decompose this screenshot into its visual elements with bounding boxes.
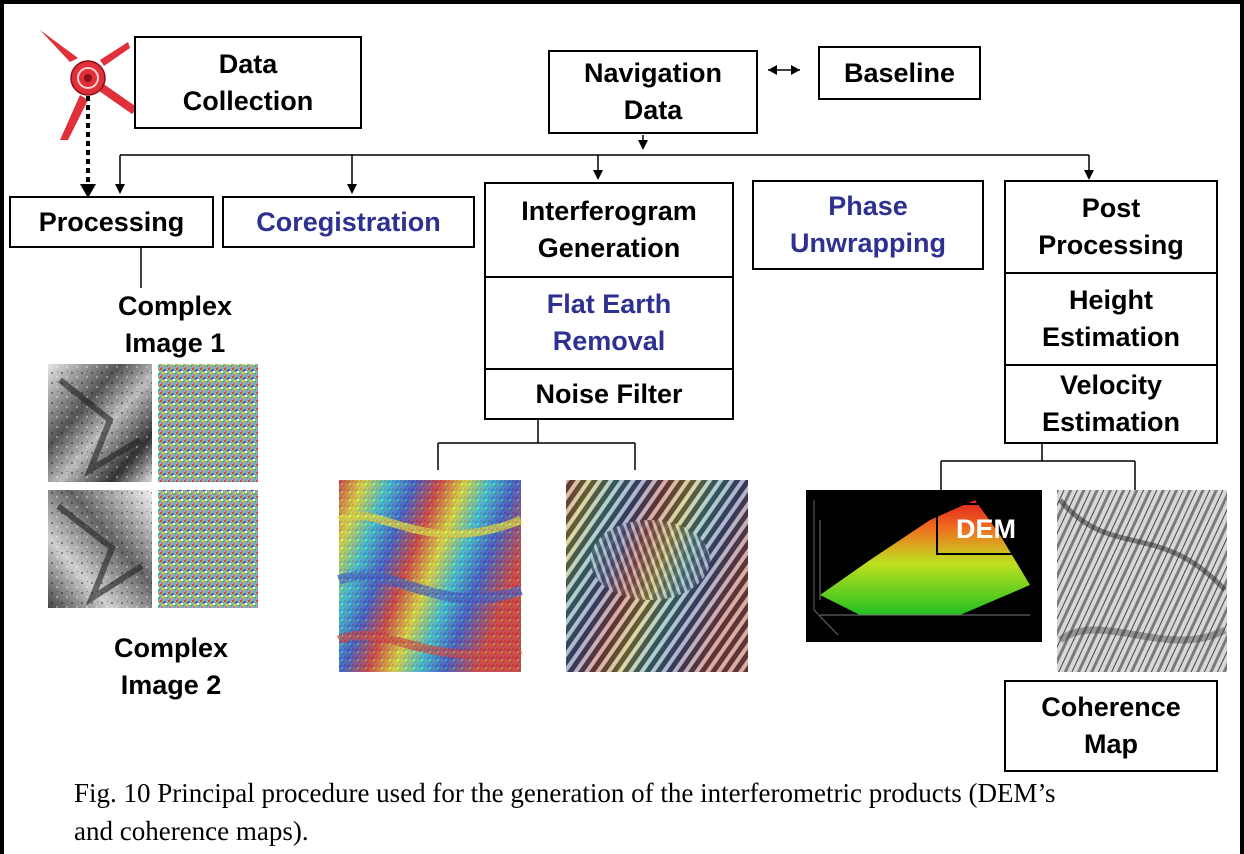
- noise-filter-step: Noise Filter: [486, 368, 732, 418]
- phase-unwrapping-label: Phase Unwrapping: [790, 191, 946, 258]
- double-arrow-icon: [768, 65, 800, 75]
- processing-box: Processing: [9, 196, 214, 248]
- complex-image-2-label: Complex Image 2: [113, 633, 229, 700]
- coherence-map-label: Coherence Map: [1041, 692, 1181, 759]
- coherence-map-image: [1057, 490, 1227, 672]
- baseline-label: Baseline: [843, 57, 956, 88]
- phase-unwrapping-box: Phase Unwrapping: [752, 180, 984, 270]
- post-processing-stack: Post Processing Height Estimation Veloci…: [1004, 180, 1218, 444]
- complex-image-1-amplitude: [48, 364, 152, 482]
- navigation-data-label: Navigation Data: [583, 58, 723, 125]
- frame-right-border: [1240, 0, 1244, 854]
- complex-image-2-amplitude: [48, 490, 152, 608]
- post-processing-step: Post Processing: [1038, 193, 1184, 260]
- frame-left-border: [0, 0, 4, 854]
- complex-image-1-label: Complex Image 1: [117, 291, 233, 358]
- height-estimation-step: Height Estimation: [1006, 272, 1216, 364]
- flat-earth-removal-step: Flat Earth Removal: [486, 276, 732, 368]
- dem-image: [806, 490, 1042, 642]
- interferogram-generation-step: Interferogram Generation: [521, 196, 697, 263]
- baseline-box: Baseline: [818, 46, 981, 100]
- frame-top-border: [0, 0, 1244, 4]
- complex-image-1-phase: [158, 364, 258, 482]
- dem-box: DEM: [936, 503, 1036, 555]
- coherence-map-box: Coherence Map: [1004, 680, 1218, 772]
- navigation-data-box: Navigation Data: [548, 50, 758, 134]
- data-collection-box: Data Collection: [134, 36, 362, 129]
- filtered-interferogram-image: [566, 480, 748, 672]
- processing-label: Processing: [38, 206, 185, 237]
- coregistration-box: Coregistration: [222, 196, 475, 248]
- interferogram-stack: Interferogram Generation Flat Earth Remo…: [484, 182, 734, 420]
- connector-lines: [115, 69, 1136, 490]
- dem-label: DEM: [956, 513, 1016, 544]
- complex-image-2-phase: [158, 490, 258, 608]
- velocity-estimation-step: Velocity Estimation: [1006, 364, 1216, 442]
- interferogram-image: [337, 480, 523, 672]
- data-collection-label: Data Collection: [182, 48, 314, 116]
- sar-aircraft-icon: [40, 30, 138, 198]
- figure-caption: Fig. 10 Principal procedure used for the…: [74, 778, 1056, 846]
- coregistration-label: Coregistration: [256, 206, 441, 237]
